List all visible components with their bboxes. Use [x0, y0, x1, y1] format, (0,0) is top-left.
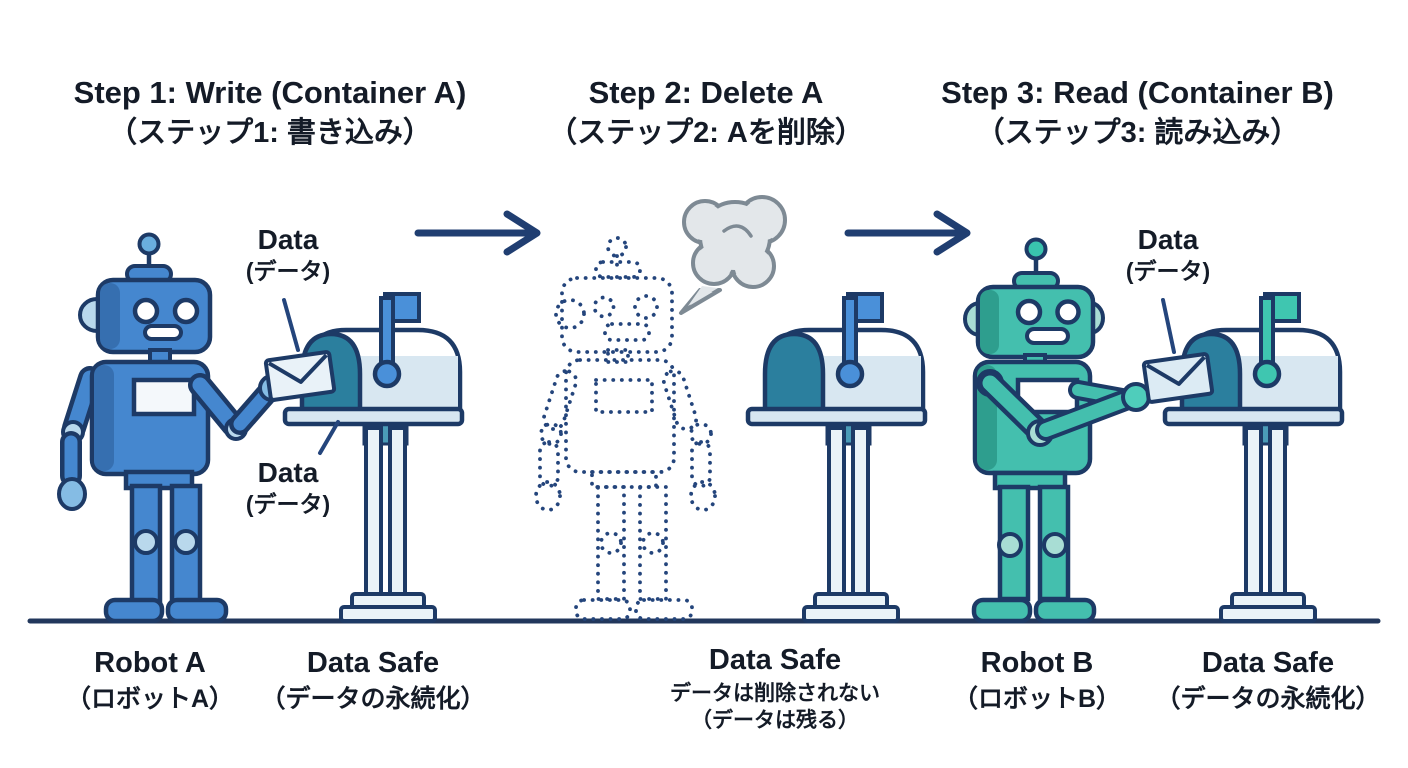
mailbox-a-icon: [285, 292, 462, 621]
step-1-title-block: Step 1: Write (Container A) （ステップ1: 書き込み…: [30, 72, 510, 152]
robot-b-caption: Robot B （ロボットB）: [952, 647, 1122, 713]
mailbox-deleted-icon: [748, 292, 925, 621]
data-safe-caption-3: Data Safe （データの永続化）: [1155, 647, 1381, 713]
arrow-right-icon-1: [414, 210, 541, 256]
robot-b-icon: [963, 237, 1151, 624]
arrow-right-icon-2: [844, 210, 971, 256]
data-label-write-top: Data (データ): [245, 224, 331, 284]
robot-a-icon: [57, 232, 286, 624]
step-3-subtitle: （ステップ3: 読み込み）: [975, 116, 1300, 149]
data-safe-caption-1: Data Safe （データの永続化）: [260, 647, 486, 713]
data-label-read: Data (データ): [1125, 224, 1211, 284]
step-3-title-block: Step 3: Read (Container B) （ステップ3: 読み込み）: [905, 72, 1370, 152]
step-2-title: Step 2: Delete A: [588, 75, 824, 110]
robot-a-caption: Robot A （ロボットA）: [65, 647, 235, 713]
deleted-robot-ghost-icon: [534, 236, 717, 621]
step-3-title: Step 3: Read (Container B): [941, 75, 1334, 110]
envelope-icon-a: [263, 350, 337, 402]
envelope-icon-b: [1141, 352, 1215, 404]
step-2-title-block: Step 2: Delete A （ステップ2: Aを削除）: [540, 72, 872, 152]
step-2-subtitle: （ステップ2: Aを削除）: [548, 116, 864, 149]
smoke-puff-icon: [679, 195, 787, 315]
data-pointer-lines: [282, 298, 1176, 455]
data-label-write-bottom: Data (データ): [245, 457, 331, 517]
mailbox-b-icon: [1165, 292, 1342, 621]
data-safe-caption-2: Data Safe データは削除されない （データは残る）: [670, 644, 880, 733]
step-1-title: Step 1: Write (Container A): [73, 75, 467, 110]
step-1-subtitle: （ステップ1: 書き込み）: [108, 116, 432, 149]
